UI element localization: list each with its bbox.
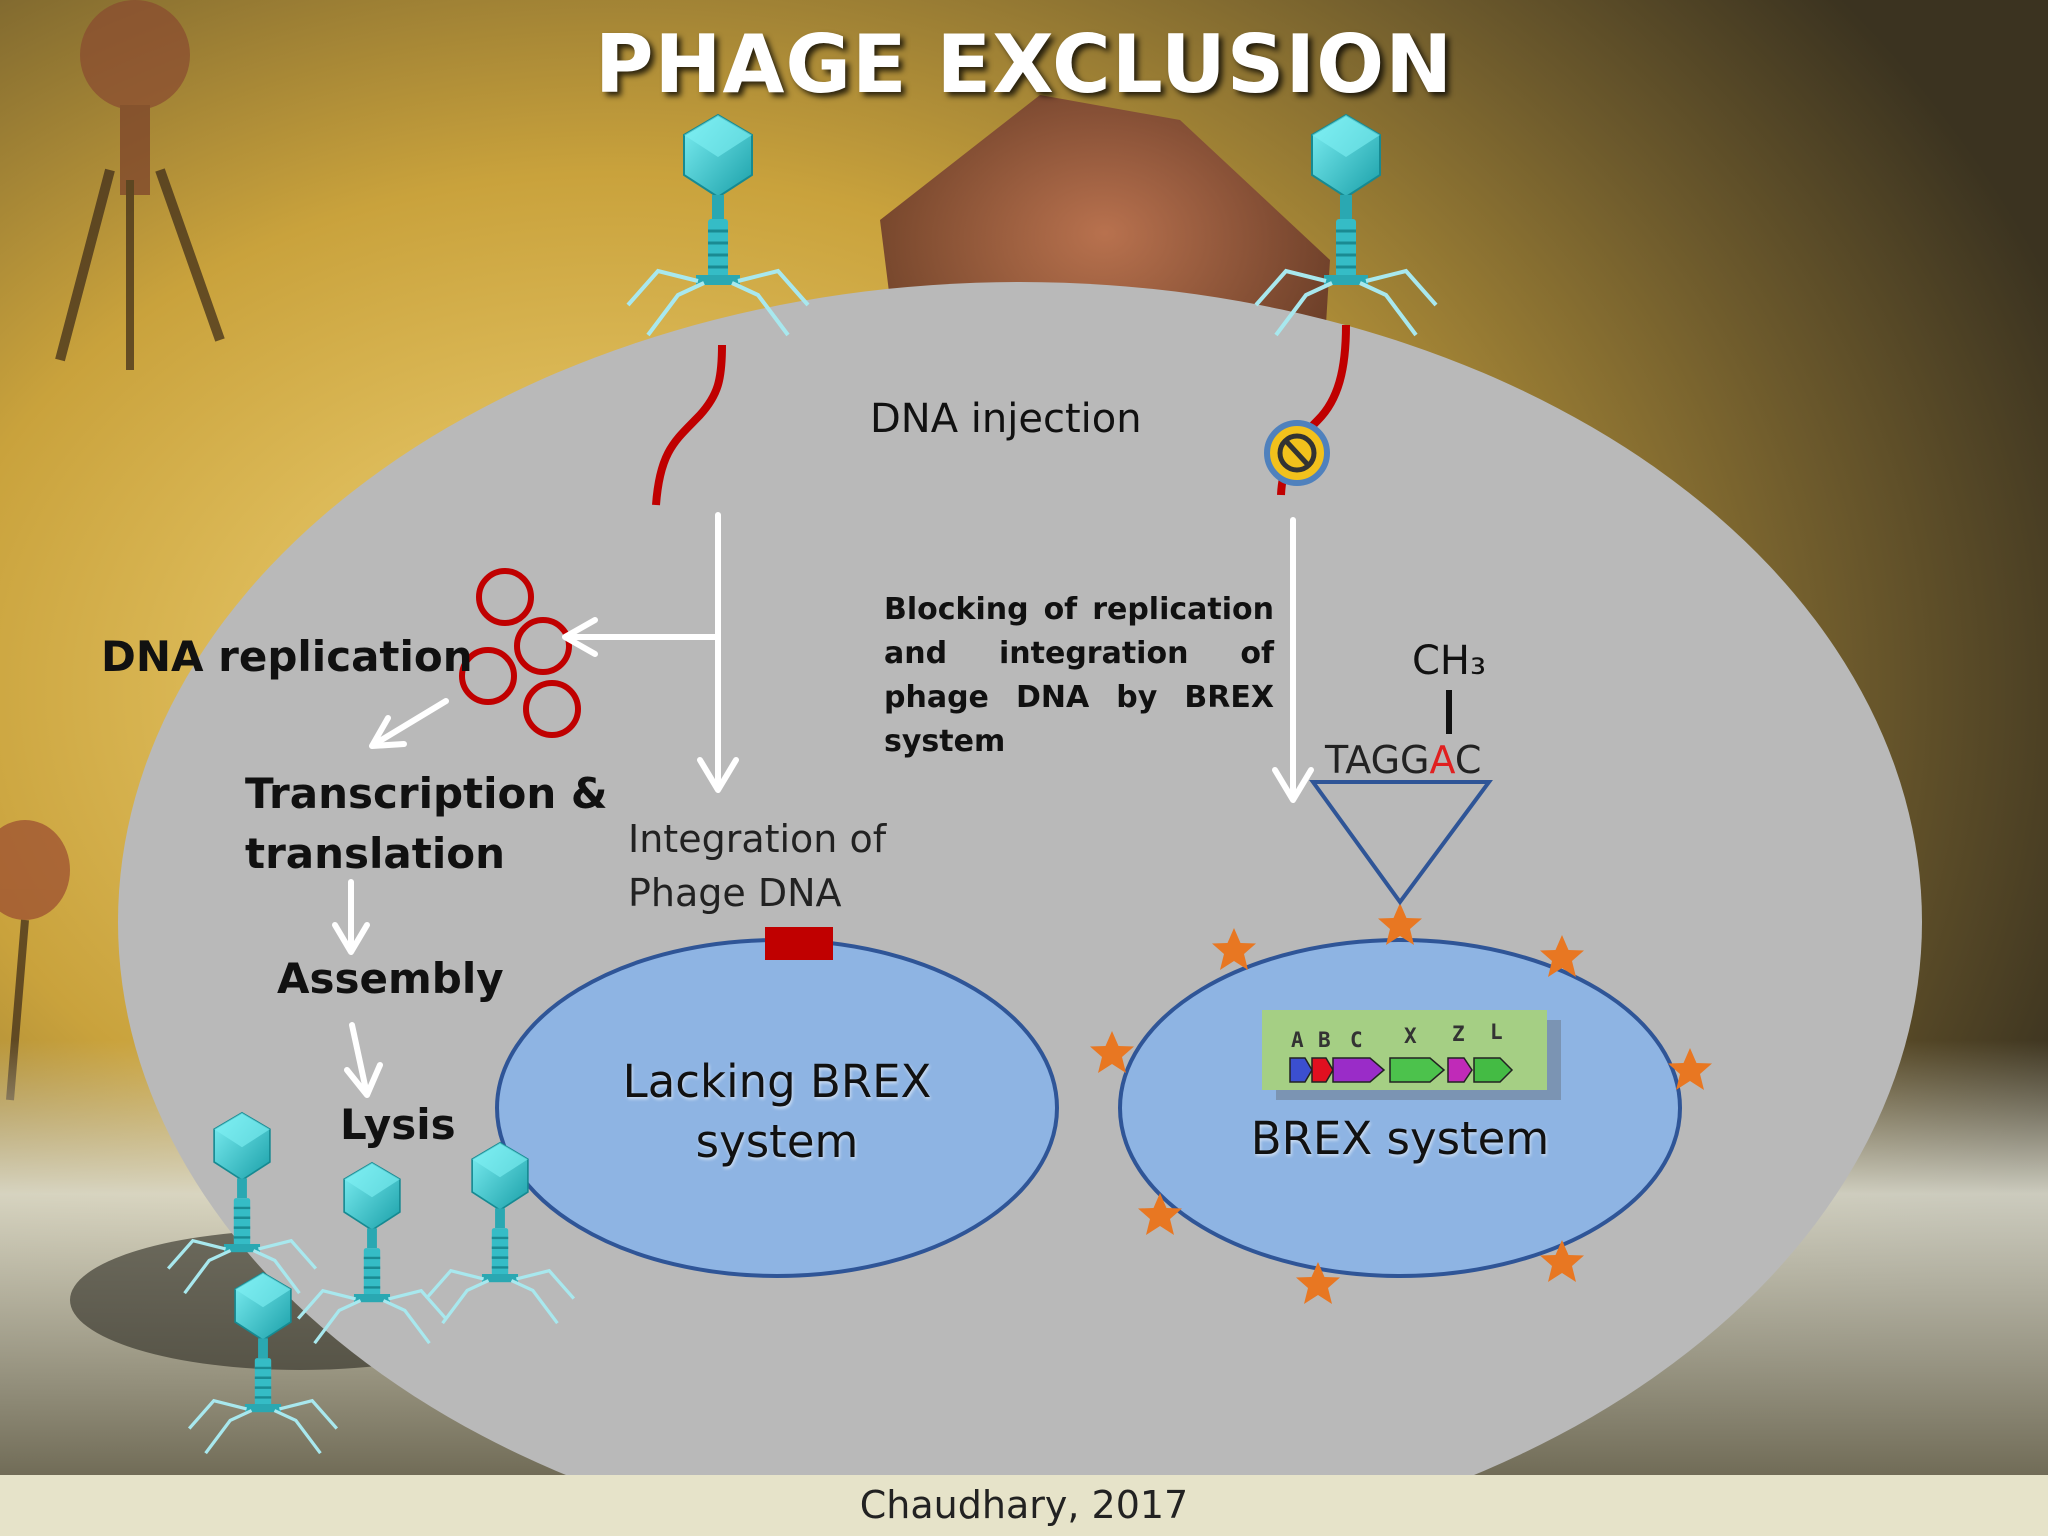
- integrated-phage-dna: [765, 927, 833, 960]
- gene-label: Z: [1452, 1022, 1465, 1046]
- methylation-site-triangle: [1309, 780, 1493, 906]
- integration-line-2: Phage DNA: [628, 871, 842, 915]
- plasmid-ring-icon: [459, 568, 581, 738]
- methyl-group-label: CH₃: [1412, 638, 1487, 684]
- arrow-icon: [1272, 767, 1314, 803]
- gene-label: L: [1490, 1020, 1503, 1044]
- transcription-label: Transcription & translation: [245, 764, 608, 884]
- transcription-line-2: translation: [245, 829, 505, 878]
- arrow-icon: [369, 715, 407, 749]
- arrow-icon: [332, 922, 370, 955]
- brex-gene-cluster-icon: [1262, 1010, 1561, 1100]
- gene-label: B: [1318, 1028, 1331, 1052]
- sequence-suffix: C: [1454, 738, 1482, 782]
- transcription-line-1: Transcription &: [245, 769, 608, 818]
- slide-title: PHAGE EXCLUSION: [594, 18, 1454, 111]
- no-entry-icon: [1264, 420, 1330, 486]
- injected-dna-left: [652, 344, 726, 506]
- blocking-description: Blocking of replication and integration …: [884, 592, 1274, 759]
- citation-footer: Chaudhary, 2017: [0, 1475, 2048, 1536]
- assembly-label: Assembly: [277, 954, 504, 1003]
- gene-label: X: [1404, 1024, 1417, 1048]
- lysis-label: Lysis: [340, 1100, 456, 1149]
- dna-sequence: TAGGAC: [1325, 738, 1481, 782]
- arrows: [332, 512, 1314, 1098]
- arrow-icon: [697, 757, 739, 793]
- nucleoid-brex: [1118, 938, 1682, 1278]
- lacking-brex-label: Lacking BREX system: [597, 1052, 957, 1172]
- sequence-prefix: TAGG: [1325, 738, 1430, 782]
- dna-injection-label: DNA injection: [870, 396, 1142, 442]
- lacking-brex-line-2: system: [695, 1115, 859, 1168]
- integration-line-1: Integration of: [628, 817, 887, 861]
- arrow-icon: [344, 1062, 383, 1098]
- methylated-base: A: [1429, 738, 1455, 782]
- dna-replication-label: DNA replication: [101, 632, 473, 681]
- arrow-icon: [375, 698, 449, 745]
- arrow-icon: [349, 1022, 369, 1093]
- lacking-brex-line-1: Lacking BREX: [622, 1055, 932, 1108]
- gene-label: C: [1350, 1028, 1363, 1052]
- gene-label: A: [1291, 1028, 1304, 1052]
- arrow-icon: [562, 617, 598, 657]
- integration-label: Integration of Phage DNA: [628, 812, 886, 920]
- background-blurred-phage: [0, 0, 225, 1101]
- bacterial-cell: [118, 282, 1922, 1536]
- brex-system-label: BREX system: [1250, 1112, 1550, 1165]
